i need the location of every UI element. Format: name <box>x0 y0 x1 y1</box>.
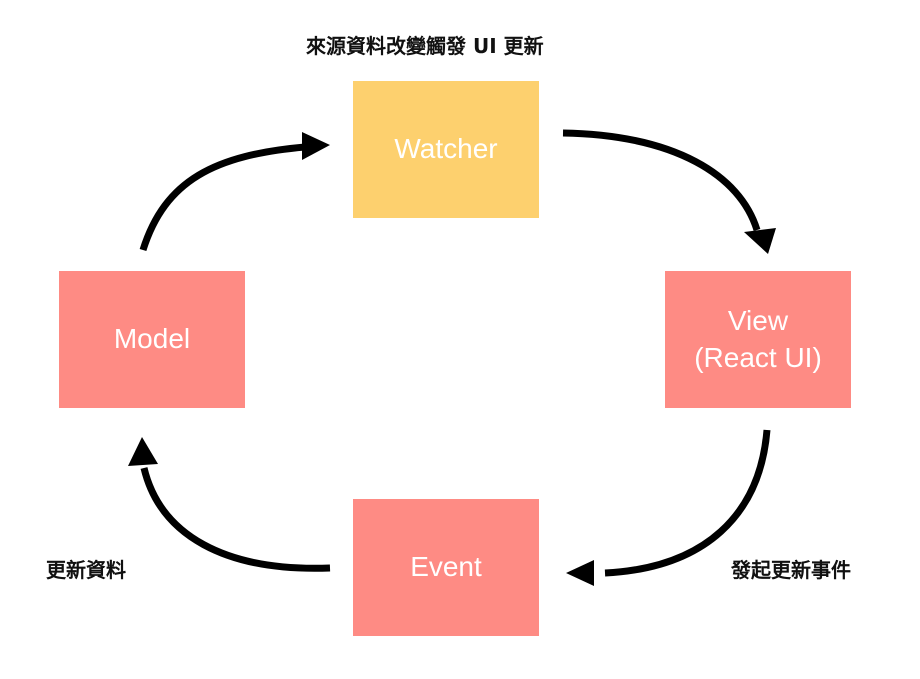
view-node: View (React UI) <box>665 271 851 408</box>
arrow-view-to-event <box>604 429 771 577</box>
watcher-label: Watcher <box>394 133 498 165</box>
view-label: View (React UI) <box>694 305 822 373</box>
arrowhead-watcher <box>302 132 330 160</box>
event-label: Event <box>410 551 482 583</box>
arrow-event-to-model <box>140 467 331 572</box>
watcher-trigger-annotation: 來源資料改變觸發 UI 更新 <box>306 34 544 58</box>
update-data-annotation: 更新資料 <box>46 558 126 582</box>
model-node: Model <box>59 271 245 408</box>
arrowhead-view <box>744 228 776 254</box>
watcher-node: Watcher <box>353 81 539 218</box>
arrow-watcher-to-view <box>562 129 761 232</box>
arrow-model-to-watcher <box>139 143 306 252</box>
event-node: Event <box>353 499 539 636</box>
model-label: Model <box>113 323 191 355</box>
arrowhead-model <box>128 437 158 466</box>
arrowhead-event <box>566 560 594 586</box>
dispatch-event-annotation: 發起更新事件 <box>731 558 851 582</box>
